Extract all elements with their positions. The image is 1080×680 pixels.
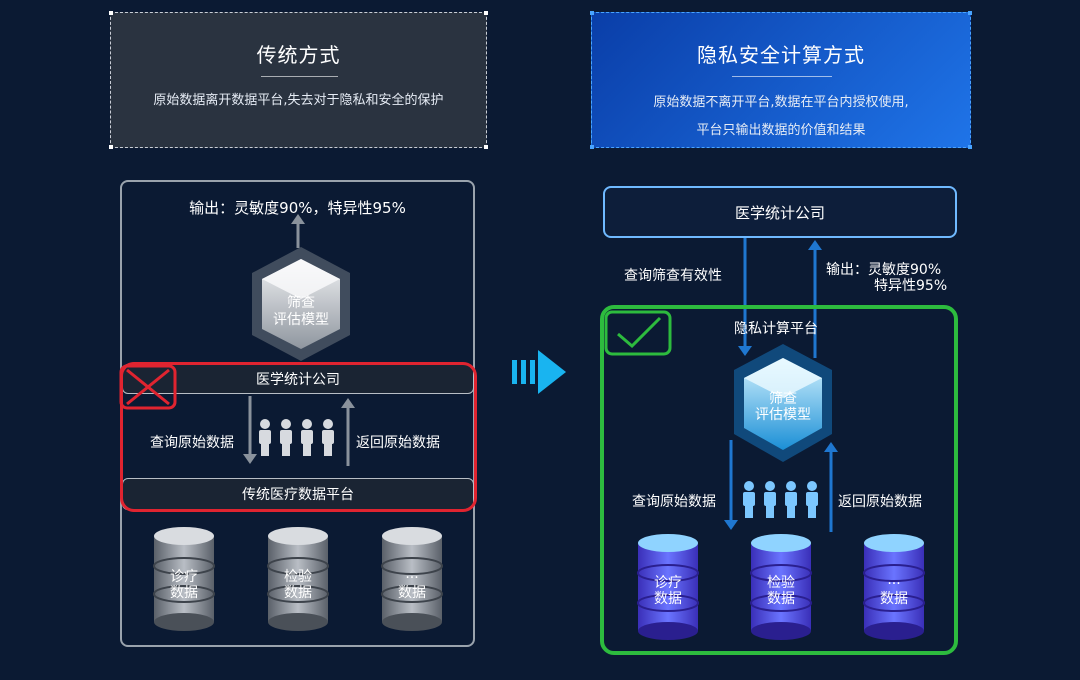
right-output-line1: 输出：灵敏度90%	[826, 262, 942, 278]
left-company-bar: 医学统计公司	[122, 364, 474, 394]
query-down-arrow-icon	[243, 396, 257, 464]
left-db1-line2: 数据	[170, 585, 198, 601]
left-platform-bar: 传统医疗数据平台	[122, 478, 474, 510]
corner-marker	[109, 11, 113, 15]
title-underline	[261, 76, 338, 77]
corner-marker	[590, 145, 594, 149]
users-group-icon	[259, 419, 334, 456]
left-return-label: 返回原始数据	[356, 435, 440, 451]
corner-marker	[484, 145, 488, 149]
left-db1-line1: 诊疗	[170, 569, 198, 585]
screening-model-cube-icon	[734, 344, 832, 462]
cross-mark-icon	[119, 364, 177, 410]
database-icon	[153, 527, 215, 631]
left-output-label: 输出：灵敏度90%，特异性95%	[189, 199, 406, 217]
right-db1-line1: 诊疗	[654, 575, 682, 591]
right-model-label-line2: 评估模型	[755, 407, 811, 423]
privacy-method-description-line2: 平台只输出数据的价值和结果	[696, 123, 866, 138]
right-db3-line2: 数据	[880, 591, 908, 607]
right-db3-line1: ...	[887, 572, 901, 588]
right-platform-label: 隐私计算平台	[734, 321, 818, 337]
left-query-label: 查询原始数据	[150, 435, 234, 451]
check-mark-icon	[604, 310, 672, 356]
privacy-method-description-line1: 原始数据不离开平台,数据在平台内授权使用,	[653, 95, 909, 110]
database-icon	[267, 527, 329, 631]
query-validity-down-arrow-icon	[738, 238, 752, 356]
right-return-label: 返回原始数据	[838, 494, 922, 510]
output-arrow-icon	[291, 214, 305, 248]
left-db3-line2: 数据	[398, 585, 426, 601]
right-db1-line2: 数据	[654, 591, 682, 607]
left-db3-line1: ...	[405, 566, 419, 582]
database-icon	[637, 534, 699, 640]
database-icon	[750, 534, 812, 640]
corner-marker	[484, 11, 488, 15]
query-down-arrow-icon	[724, 440, 738, 530]
traditional-method-description: 原始数据离开数据平台,失去对于隐私和安全的保护	[153, 93, 444, 108]
privacy-method-header: 隐私安全计算方式 原始数据不离开平台,数据在平台内授权使用, 平台只输出数据的价…	[590, 11, 972, 149]
corner-marker	[968, 145, 972, 149]
database-icon	[863, 534, 925, 640]
left-db2-line1: 检验	[284, 569, 312, 585]
return-up-arrow-icon	[824, 442, 838, 532]
left-platform-label: 传统医疗数据平台	[242, 487, 354, 503]
traditional-method-title: 传统方式	[256, 43, 341, 67]
right-company-box: 医学统计公司	[603, 186, 957, 238]
output-up-arrow-icon	[808, 240, 822, 358]
traditional-method-header: 传统方式 原始数据离开数据平台,失去对于隐私和安全的保护	[109, 11, 488, 149]
right-db2-line1: 检验	[767, 575, 795, 591]
users-group-icon	[743, 481, 818, 518]
accepted-highlight-box	[600, 305, 958, 655]
title-underline	[732, 76, 832, 77]
right-output-line2: 特异性95%	[874, 278, 948, 294]
right-db2-line2: 数据	[767, 591, 795, 607]
privacy-method-title: 隐私安全计算方式	[697, 43, 865, 67]
return-up-arrow-icon	[341, 398, 355, 466]
transition-arrow-icon	[512, 350, 566, 394]
corner-marker	[968, 11, 972, 15]
right-query-validity-label: 查询筛查有效性	[624, 268, 722, 284]
corner-marker	[590, 11, 594, 15]
left-company-label: 医学统计公司	[256, 372, 340, 388]
screening-model-cube-icon	[252, 247, 350, 361]
corner-marker	[109, 145, 113, 149]
database-icon	[381, 527, 443, 631]
left-model-label-line2: 评估模型	[273, 312, 329, 328]
right-query-label: 查询原始数据	[632, 494, 716, 510]
rejected-highlight-box	[120, 362, 477, 512]
right-company-label: 医学统计公司	[734, 203, 825, 222]
left-model-label-line1: 筛查	[287, 295, 315, 311]
left-db2-line2: 数据	[284, 585, 312, 601]
right-model-label-line1: 筛查	[769, 391, 797, 407]
